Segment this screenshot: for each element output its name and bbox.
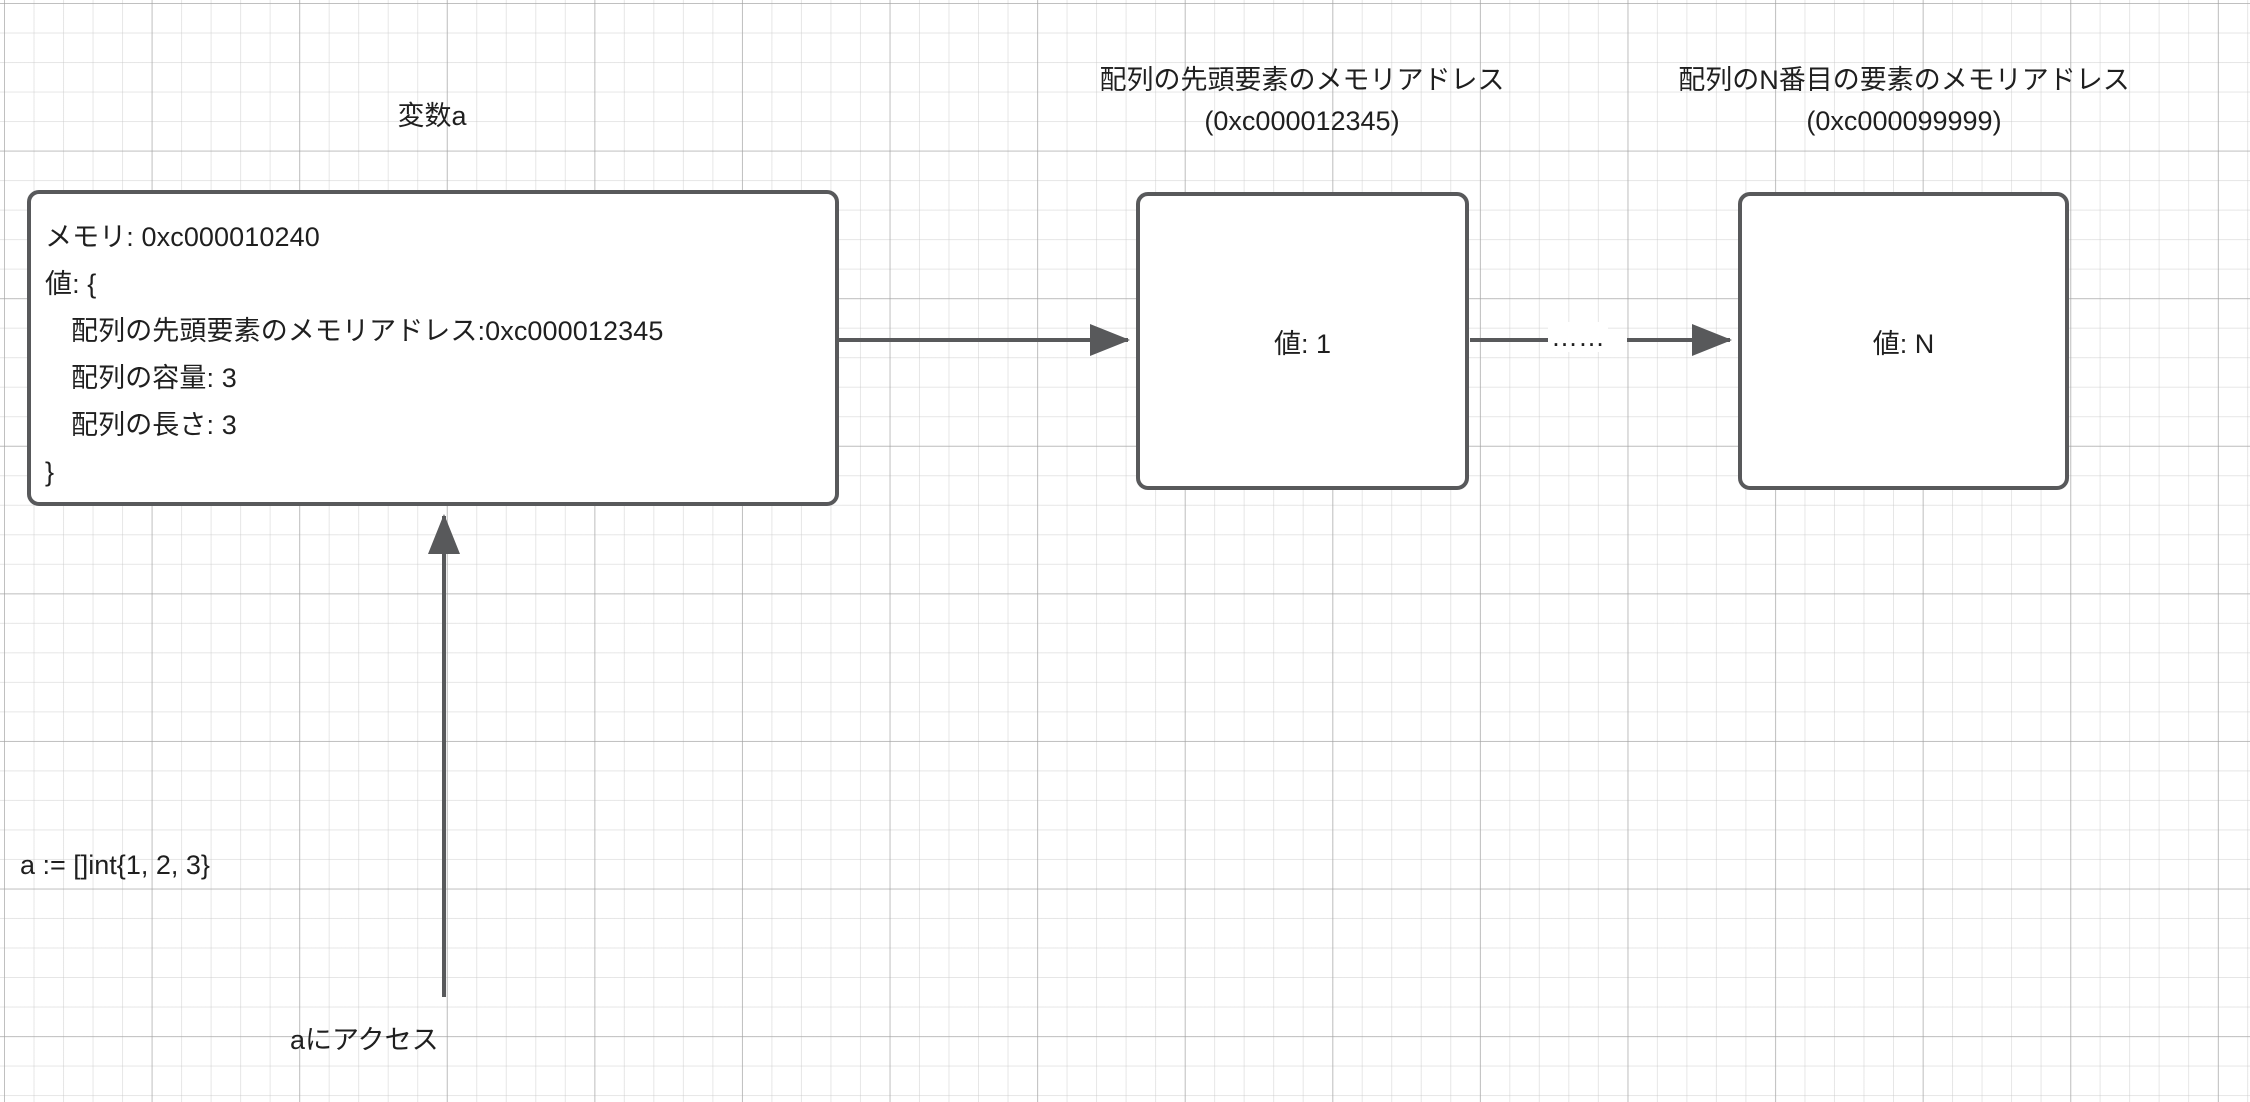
label-head-element-address: 配列の先頭要素のメモリアドレス(0xc000012345) [1099,65,1505,136]
memory-line-length: 配列の長さ: 3 [71,410,237,440]
label-variable-a: 変数a [397,101,467,131]
array-element-nth-value: 値: N [1872,328,1935,359]
memory-line-address: メモリ: 0xc000010240 [45,222,320,252]
memory-line-capacity: 配列の容量: 3 [71,363,237,393]
label-nth-element-address: 配列のN番目の要素のメモリアドレス(0xc000099999) [1678,65,2130,136]
array-element-first-value: 値: 1 [1273,328,1332,359]
slice-header-box[interactable]: メモリ: 0xc000010240 値: { 配列の先頭要素のメモリアドレス:0… [27,190,839,506]
label-slice-literal-code: a := []int{1, 2, 3} [20,850,210,880]
label-access-a: aにアクセス [290,1025,439,1055]
array-element-nth-box[interactable]: 値: N [1738,192,2069,490]
memory-line-value-close: } [45,457,55,487]
array-element-first-box[interactable]: 値: 1 [1136,192,1469,490]
memory-line-value-open: 値: { [45,269,97,299]
memory-line-data-pointer: 配列の先頭要素のメモリアドレス:0xc000012345 [71,316,664,346]
ellipsis-label: …… [1548,322,1608,352]
